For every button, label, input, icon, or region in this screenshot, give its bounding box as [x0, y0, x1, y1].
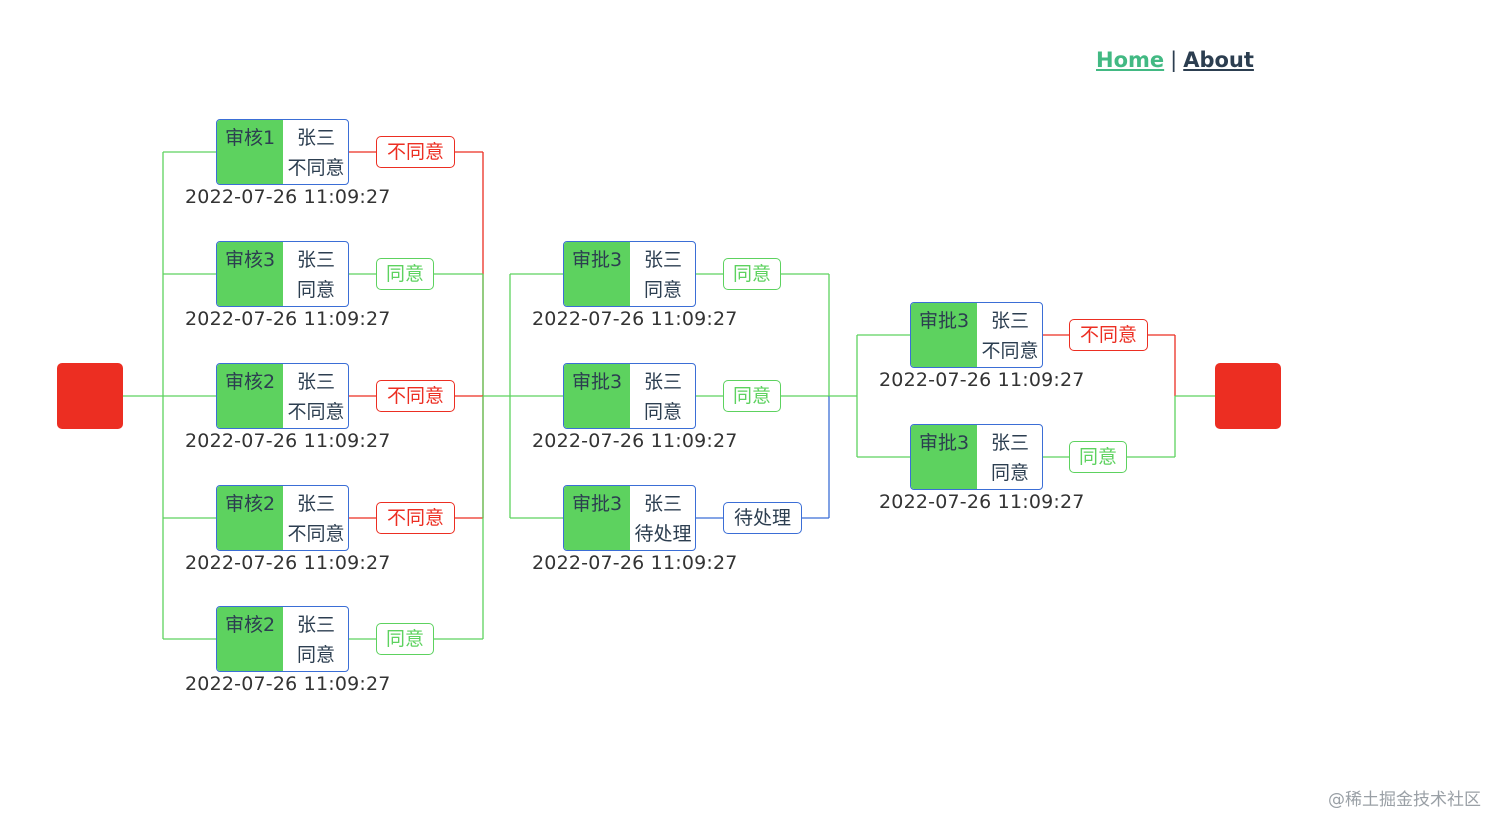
node-person: 张三 [643, 249, 682, 271]
status-tag-agree: 同意 [723, 258, 781, 290]
node-timestamp: 2022-07-26 11:09:27 [879, 491, 1085, 513]
approval-node-card[interactable]: 审核3 张三同意 [216, 241, 349, 307]
status-tag-disagree: 不同意 [376, 136, 455, 168]
node-result: 同意 [296, 644, 335, 666]
watermark: @稀土掘金技术社区 [1328, 790, 1481, 810]
node-role: 审核1 [217, 120, 283, 184]
node-result: 不同意 [287, 157, 345, 179]
node-result: 同意 [643, 401, 682, 423]
status-tag-disagree: 不同意 [376, 380, 455, 412]
approval-node-card[interactable]: 审批3 张三待处理 [563, 485, 696, 551]
node-role: 审批3 [911, 303, 977, 367]
status-tag-agree: 同意 [376, 623, 434, 655]
node-person: 张三 [990, 432, 1029, 454]
nav-home-link[interactable]: Home [1096, 48, 1165, 72]
node-timestamp: 2022-07-26 11:09:27 [532, 430, 738, 452]
top-nav: Home|About [1096, 48, 1254, 72]
node-role: 审核3 [217, 242, 283, 306]
node-result: 同意 [296, 279, 335, 301]
approval-node-card[interactable]: 审核2 张三不同意 [216, 363, 349, 429]
node-person: 张三 [296, 127, 335, 149]
node-role: 审核2 [217, 486, 283, 550]
nav-separator: | [1170, 48, 1178, 72]
approval-node-card[interactable]: 审批3 张三同意 [563, 363, 696, 429]
approval-node-card[interactable]: 审批3 张三同意 [910, 424, 1043, 490]
node-role: 审批3 [911, 425, 977, 489]
node-timestamp: 2022-07-26 11:09:27 [532, 552, 738, 574]
node-result: 不同意 [287, 401, 345, 423]
node-role: 审核2 [217, 607, 283, 671]
node-person: 张三 [296, 614, 335, 636]
node-timestamp: 2022-07-26 11:09:27 [185, 186, 391, 208]
node-person: 张三 [296, 249, 335, 271]
status-tag-agree: 同意 [1069, 441, 1127, 473]
node-result: 不同意 [981, 340, 1039, 362]
node-role: 审批3 [564, 486, 630, 550]
node-timestamp: 2022-07-26 11:09:27 [185, 430, 391, 452]
node-result: 待处理 [634, 523, 692, 545]
status-tag-agree: 同意 [376, 258, 434, 290]
node-timestamp: 2022-07-26 11:09:27 [185, 552, 391, 574]
approval-node-card[interactable]: 审核2 张三不同意 [216, 485, 349, 551]
node-timestamp: 2022-07-26 11:09:27 [532, 308, 738, 330]
node-timestamp: 2022-07-26 11:09:27 [879, 369, 1085, 391]
start-node [57, 363, 123, 429]
approval-node-card[interactable]: 审核1 张三不同意 [216, 119, 349, 185]
node-role: 审批3 [564, 364, 630, 428]
end-node [1215, 363, 1281, 429]
approval-node-card[interactable]: 审批3 张三同意 [563, 241, 696, 307]
node-timestamp: 2022-07-26 11:09:27 [185, 308, 391, 330]
approval-node-card[interactable]: 审核2 张三同意 [216, 606, 349, 672]
node-result: 不同意 [287, 523, 345, 545]
nav-about-link[interactable]: About [1183, 48, 1254, 72]
node-person: 张三 [296, 371, 335, 393]
node-role: 审核2 [217, 364, 283, 428]
node-role: 审批3 [564, 242, 630, 306]
status-tag-pending: 待处理 [723, 502, 802, 534]
node-result: 同意 [990, 462, 1029, 484]
status-tag-disagree: 不同意 [376, 502, 455, 534]
node-person: 张三 [643, 371, 682, 393]
approval-node-card[interactable]: 审批3 张三不同意 [910, 302, 1043, 368]
node-person: 张三 [296, 493, 335, 515]
node-person: 张三 [990, 310, 1029, 332]
status-tag-agree: 同意 [723, 380, 781, 412]
status-tag-disagree: 不同意 [1069, 319, 1148, 351]
node-person: 张三 [643, 493, 682, 515]
node-timestamp: 2022-07-26 11:09:27 [185, 673, 391, 695]
node-result: 同意 [643, 279, 682, 301]
